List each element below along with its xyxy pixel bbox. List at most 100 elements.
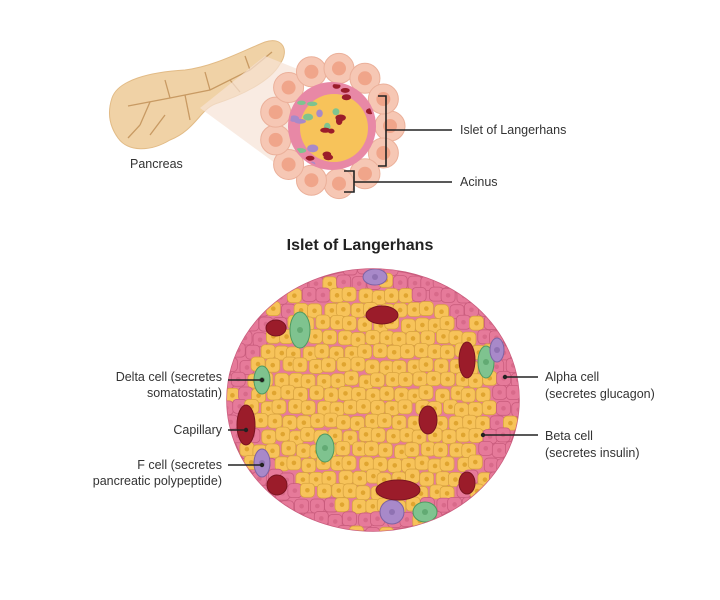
svg-text:pancreatic polypeptide): pancreatic polypeptide) (93, 474, 222, 488)
cell-nucleus (341, 420, 346, 425)
cell-nucleus (306, 463, 312, 468)
cell-nucleus (384, 335, 390, 341)
cell-nucleus (258, 418, 264, 423)
cell-nucleus (412, 307, 417, 312)
cell-nucleus (410, 336, 416, 341)
cell-nucleus (425, 335, 431, 341)
cell-nucleus (434, 291, 439, 297)
cell-nucleus (397, 307, 403, 313)
cell-nucleus (297, 327, 303, 333)
cell-nucleus (343, 475, 349, 481)
capillary (375, 479, 421, 501)
small-islet-cell (340, 87, 350, 93)
cell-nucleus (378, 264, 383, 269)
cell-nucleus (314, 390, 319, 396)
alpha-cell (496, 458, 512, 474)
cell-nucleus (257, 476, 262, 482)
cell-nucleus (321, 488, 327, 494)
acinus-center (331, 176, 346, 191)
cell-nucleus (369, 364, 375, 370)
cell-nucleus (482, 334, 488, 340)
cell-nucleus (257, 337, 263, 343)
cell-nucleus (271, 390, 277, 396)
cell-nucleus (369, 418, 375, 424)
cell-nucleus (237, 404, 243, 409)
acinus-center (331, 61, 346, 76)
cell-nucleus (375, 405, 381, 410)
cell-nucleus (410, 473, 415, 479)
cell-nucleus (305, 432, 311, 437)
cell-nucleus (480, 392, 486, 397)
cell-nucleus (370, 504, 376, 509)
cell-nucleus (248, 460, 254, 465)
cell-nucleus (439, 309, 444, 314)
cell-nucleus (377, 348, 383, 353)
small-islet-cell (332, 84, 341, 89)
cell-nucleus (466, 336, 472, 342)
cell-nucleus (332, 433, 338, 439)
cell-nucleus (265, 349, 271, 355)
svg-text:somatostatin): somatostatin) (147, 386, 222, 400)
cell-nucleus (313, 477, 319, 482)
cell-nucleus (469, 307, 474, 313)
acinus-center (376, 92, 391, 107)
cell-nucleus (256, 393, 261, 398)
cell-nucleus (384, 532, 389, 537)
cell-nucleus (441, 334, 446, 339)
cell-nucleus (279, 377, 285, 383)
cell-nucleus (250, 349, 256, 355)
cell-nucleus (422, 509, 428, 515)
cell-nucleus (270, 306, 276, 311)
svg-text:F cell (secretes: F cell (secretes (137, 458, 222, 472)
pancreas-label: Pancreas (130, 157, 183, 171)
cell-nucleus (375, 516, 380, 522)
svg-text:Capillary: Capillary (173, 423, 222, 437)
cell-nucleus (228, 419, 234, 425)
cell-nucleus (322, 405, 327, 411)
cell-nucleus (335, 461, 341, 466)
small-islet-cell (306, 101, 318, 107)
cell-nucleus (417, 376, 423, 382)
small-islet-cell (323, 154, 334, 161)
cell-nucleus (483, 359, 489, 365)
cell-nucleus (326, 362, 331, 368)
cell-nucleus (482, 477, 488, 482)
cell-nucleus (497, 448, 502, 453)
cell-nucleus (445, 293, 451, 298)
alpha-cell (478, 301, 493, 317)
cell-nucleus (438, 421, 443, 426)
capillary (365, 305, 399, 325)
capillary (236, 404, 256, 446)
small-islet-cell (307, 144, 319, 153)
small-islet-cell (335, 117, 343, 126)
cell-nucleus (431, 376, 436, 381)
cell-nucleus (432, 432, 438, 438)
cell-nucleus (356, 392, 361, 397)
cell-nucleus (270, 448, 275, 454)
cell-nucleus (460, 377, 466, 382)
cell-nucleus (384, 391, 390, 396)
cell-nucleus (391, 349, 397, 355)
cell-nucleus (383, 447, 388, 453)
small-islet-cell (341, 94, 352, 101)
cell-nucleus (312, 308, 317, 314)
cell-nucleus (419, 460, 425, 466)
cell-nucleus (339, 502, 345, 507)
cell-nucleus (403, 377, 408, 382)
cell-nucleus (455, 390, 461, 396)
label-delta-cell: Delta cell (secretes somatostatin) (116, 370, 265, 400)
cell-nucleus (319, 348, 325, 354)
cell-nucleus (370, 532, 375, 537)
cell-nucleus (298, 308, 304, 313)
cell-nucleus (441, 502, 447, 508)
cell-nucleus (396, 365, 402, 370)
cell-nucleus (347, 488, 353, 494)
cell-nucleus (445, 349, 450, 355)
cell-nucleus (298, 392, 303, 397)
small-islet-cell (303, 113, 314, 121)
acinus-label: Acinus (460, 175, 498, 189)
acinus-bracket (344, 170, 452, 193)
cell-nucleus (389, 406, 395, 411)
cell-nucleus (327, 334, 332, 340)
cell-nucleus (402, 404, 408, 410)
